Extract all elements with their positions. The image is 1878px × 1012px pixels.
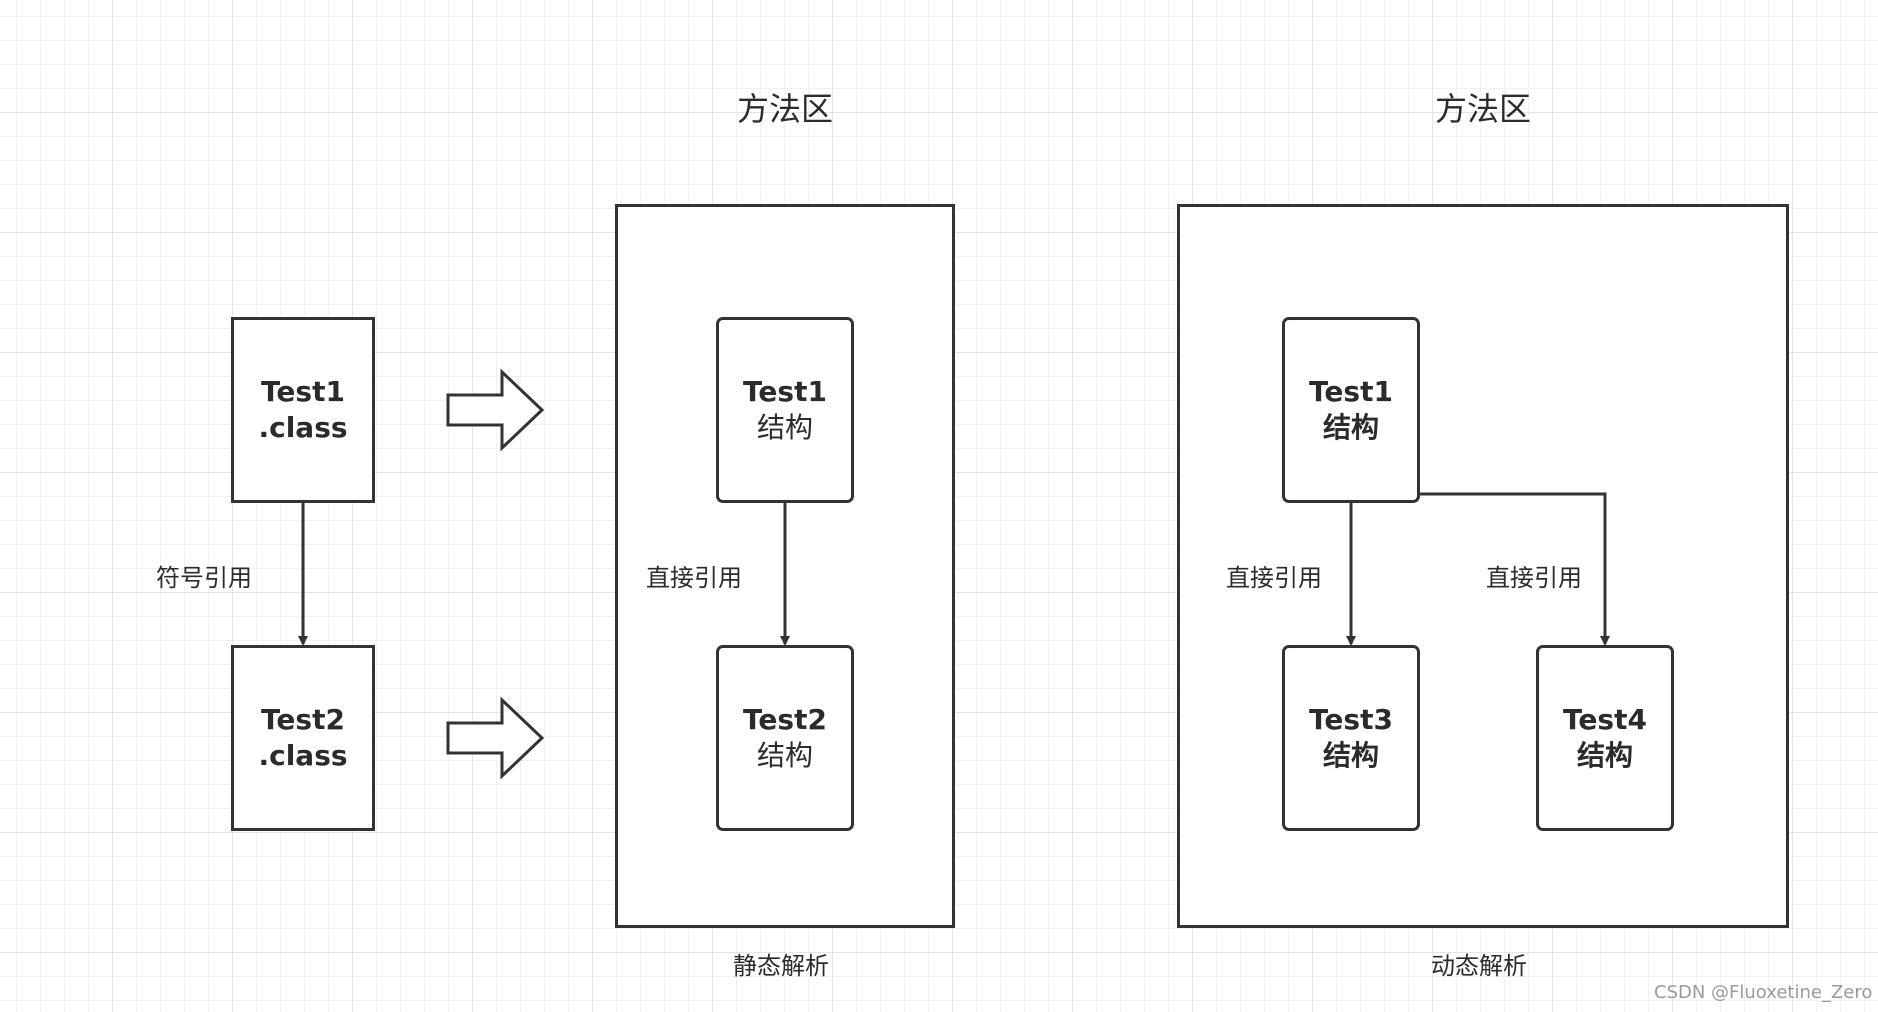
transform-arrow-bottom [446, 696, 545, 780]
dynamic-test4-line1: Test4 [1563, 703, 1647, 736]
dynamic-direct-ref-edge-right [1419, 492, 1610, 646]
symbolic-ref-label: 符号引用 [156, 564, 252, 592]
test2-class-line1: Test2 [261, 703, 345, 736]
static-test2-line1: Test2 [743, 703, 827, 736]
dynamic-resolution-caption: 动态解析 [1431, 952, 1527, 980]
static-test1-line1: Test1 [743, 375, 827, 408]
test2-class-box: Test2 .class [231, 645, 375, 831]
dynamic-test4-struct-box: Test4 结构 [1536, 645, 1674, 831]
test1-class-line1: Test1 [261, 375, 345, 408]
test1-class-box: Test1 .class [231, 317, 375, 503]
test1-class-line2: .class [258, 411, 348, 444]
test2-class-line2: .class [258, 739, 348, 772]
dynamic-method-area [1177, 204, 1789, 928]
csdn-watermark: CSDN @Fluoxetine_Zero [1654, 982, 1873, 1003]
dynamic-test1-struct-box: Test1 结构 [1282, 317, 1420, 503]
static-test1-line2: 结构 [756, 411, 813, 444]
static-test2-struct-box: Test2 结构 [716, 645, 854, 831]
static-test1-struct-box: Test1 结构 [716, 317, 854, 503]
static-direct-ref-label: 直接引用 [646, 564, 742, 592]
dynamic-test3-line1: Test3 [1309, 703, 1393, 736]
static-test2-line2: 结构 [756, 739, 813, 772]
dynamic-test1-line2: 结构 [1322, 411, 1379, 444]
static-resolution-caption: 静态解析 [733, 952, 829, 980]
dynamic-direct-ref-label-right: 直接引用 [1486, 564, 1582, 592]
dynamic-test3-line2: 结构 [1322, 739, 1379, 772]
dynamic-area-title: 方法区 [1435, 90, 1532, 128]
dynamic-direct-ref-label-left: 直接引用 [1226, 564, 1322, 592]
dynamic-test3-struct-box: Test3 结构 [1282, 645, 1420, 831]
dynamic-test4-line2: 结构 [1576, 739, 1633, 772]
static-area-title: 方法区 [737, 90, 834, 128]
dynamic-test1-line1: Test1 [1309, 375, 1393, 408]
transform-arrow-top [446, 368, 545, 452]
